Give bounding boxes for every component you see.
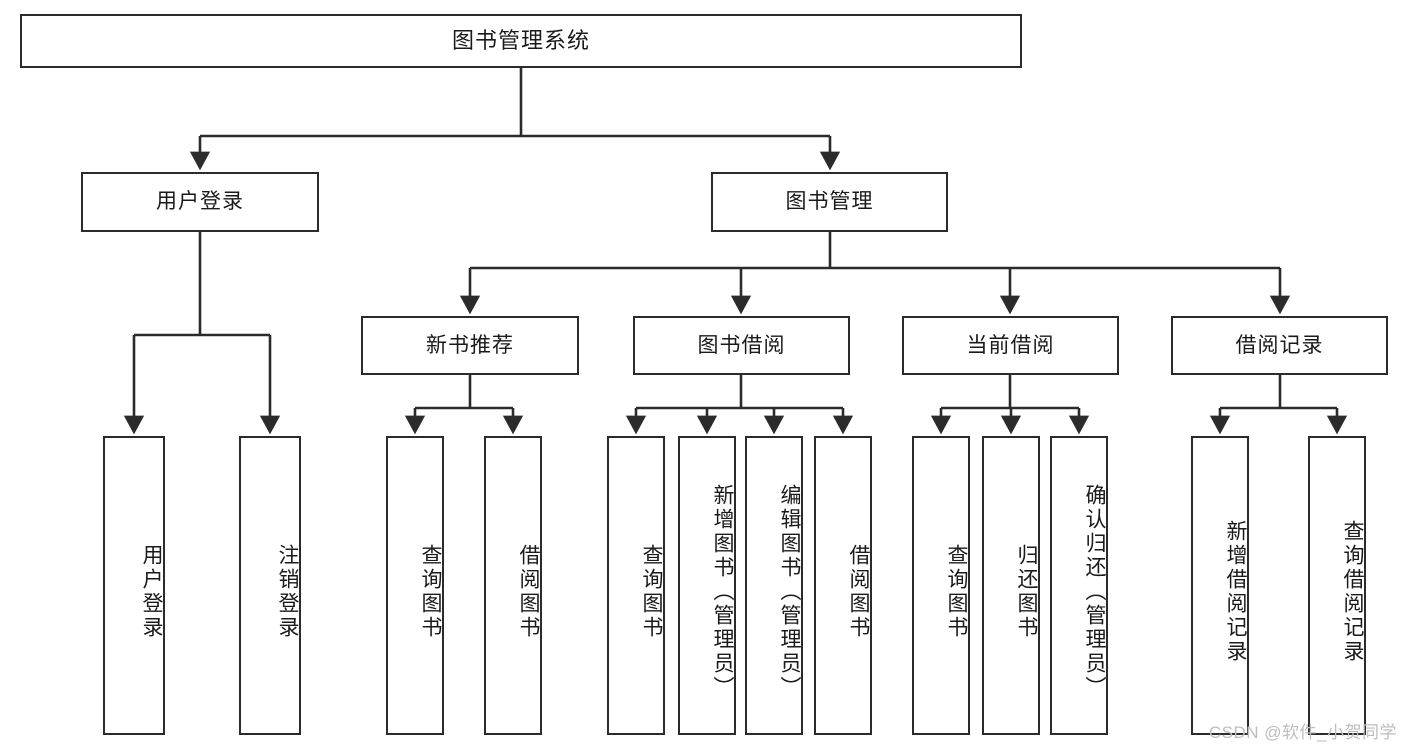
node-label: 注销登录 — [276, 543, 299, 640]
node-current-borrow[interactable]: 当前借阅 — [902, 316, 1119, 375]
node-label: 用户登录 — [140, 543, 163, 640]
node-label: 当前借阅 — [966, 333, 1055, 357]
node-label: 编辑图书（管理员） — [778, 483, 801, 700]
node-user-login[interactable]: 用户登录 — [81, 172, 319, 232]
node-label: 借阅图书 — [517, 543, 540, 640]
leaf-query-borrow-record[interactable]: 查询借阅记录 — [1308, 436, 1366, 735]
leaf-add-borrow-record[interactable]: 新增借阅记录 — [1191, 436, 1249, 735]
leaf-edit-book-admin[interactable]: 编辑图书（管理员） — [745, 436, 803, 735]
node-label: 查询图书 — [419, 543, 442, 640]
node-label: 新增借阅记录 — [1224, 519, 1247, 664]
leaf-confirm-return-admin[interactable]: 确认归还（管理员） — [1050, 436, 1108, 735]
leaf-query-book-borrow[interactable]: 查询图书 — [607, 436, 665, 735]
node-new-book-recommend[interactable]: 新书推荐 — [361, 316, 579, 375]
leaf-query-book-recommend[interactable]: 查询图书 — [386, 436, 444, 735]
leaf-query-book-current[interactable]: 查询图书 — [912, 436, 970, 735]
leaf-return-book[interactable]: 归还图书 — [982, 436, 1040, 735]
node-label: 查询图书 — [945, 543, 968, 640]
node-label: 借阅图书 — [847, 543, 870, 640]
node-label: 新增图书（管理员） — [711, 483, 734, 700]
leaf-borrow-book[interactable]: 借阅图书 — [814, 436, 872, 735]
node-label: 新书推荐 — [426, 333, 514, 357]
node-label: 图书管理 — [785, 190, 874, 214]
node-label: 用户登录 — [156, 190, 244, 214]
node-label: 归还图书 — [1015, 543, 1038, 640]
node-label: 图书管理系统 — [451, 27, 590, 53]
node-book-manage[interactable]: 图书管理 — [711, 172, 948, 232]
leaf-borrow-book-recommend[interactable]: 借阅图书 — [484, 436, 542, 735]
node-book-borrow[interactable]: 图书借阅 — [633, 316, 850, 375]
leaf-user-login[interactable]: 用户登录 — [103, 436, 165, 735]
node-label: 图书借阅 — [697, 333, 786, 357]
node-root-system[interactable]: 图书管理系统 — [20, 14, 1022, 68]
node-borrow-record[interactable]: 借阅记录 — [1171, 316, 1388, 375]
leaf-add-book-admin[interactable]: 新增图书（管理员） — [678, 436, 736, 735]
node-label: 确认归还（管理员） — [1083, 483, 1106, 700]
leaf-logout[interactable]: 注销登录 — [239, 436, 301, 735]
node-label: 借阅记录 — [1235, 333, 1324, 357]
node-label: 查询图书 — [640, 543, 663, 640]
node-label: 查询借阅记录 — [1341, 519, 1364, 664]
